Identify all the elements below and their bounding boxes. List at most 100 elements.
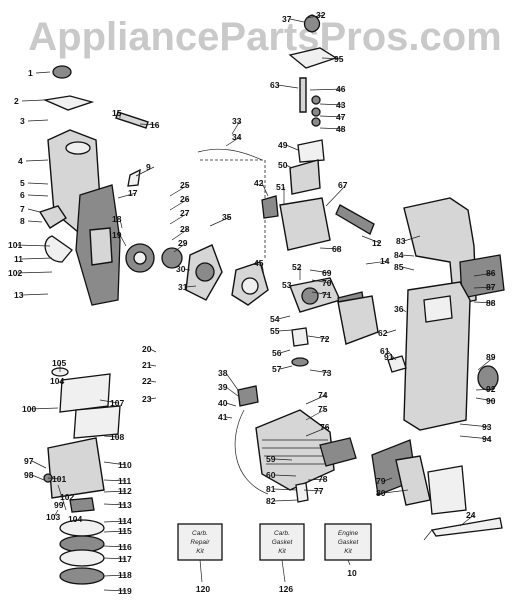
kit-engine-gasket: Engine Gasket Kit 10 — [324, 523, 372, 578]
leader-line — [27, 119, 49, 122]
leader-line — [325, 184, 347, 207]
svg-text:10: 10 — [347, 568, 357, 578]
part-number-label: 107 — [110, 398, 124, 408]
part-callout-57: 57 — [272, 364, 293, 374]
part-number-label: 18 — [112, 214, 122, 224]
part-callout-70: 70 — [311, 278, 332, 288]
svg-text:120: 120 — [196, 584, 210, 594]
part-callout-85: 85 — [394, 262, 415, 272]
part-number-label: 118 — [118, 570, 132, 580]
svg-text:Carb.: Carb. — [192, 530, 208, 537]
part-callout-75: 75 — [305, 404, 328, 421]
part-number-label: 46 — [336, 84, 346, 94]
part-number-label: 101 — [52, 474, 66, 484]
svg-text:Gasket: Gasket — [272, 539, 294, 546]
svg-text:Gasket: Gasket — [338, 539, 360, 546]
part-callout-48: 48 — [319, 124, 346, 134]
part-callout-25: 25 — [169, 180, 190, 197]
leader-line — [183, 268, 191, 271]
leader-line — [231, 120, 241, 135]
part-number-label: 24 — [466, 510, 476, 520]
part-number-label: 86 — [486, 268, 496, 278]
part-number-label: 30 — [176, 264, 186, 274]
part-callout-46: 46 — [309, 84, 346, 94]
part-callout-113: 113 — [103, 500, 132, 510]
part-callout-93: 93 — [459, 422, 492, 432]
svg-text:Kit: Kit — [344, 548, 353, 555]
part-number-label: 52 — [292, 262, 302, 272]
part-number-label: 5 — [20, 178, 25, 188]
part-callout-36: 36 — [394, 304, 407, 314]
leader-line — [27, 208, 41, 213]
leader-line — [27, 194, 49, 197]
leader-line — [365, 260, 389, 265]
part-callout-108: 108 — [103, 432, 124, 442]
part-number-label: 28 — [180, 224, 190, 234]
part-callout-104: 104 — [50, 376, 64, 386]
leader-line — [103, 435, 119, 438]
part-number-label: 29 — [178, 238, 188, 248]
part-number-label: 74 — [318, 390, 328, 400]
leader-line — [103, 503, 127, 506]
leader-line — [319, 115, 345, 118]
leader-line — [459, 423, 491, 428]
kit-carb-repair: Carb. Repair Kit 120 — [177, 523, 223, 594]
part-callout-5: 5 — [20, 178, 49, 188]
part-callout-22: 22 — [142, 376, 157, 386]
leader-line — [475, 388, 495, 391]
part-callout-80: 80 — [376, 488, 409, 498]
leader-line — [225, 386, 239, 397]
part-number-label: 11 — [14, 254, 23, 264]
part-callout-29: 29 — [173, 238, 188, 253]
part-callout-88: 88 — [473, 298, 496, 308]
part-callout-54: 54 — [270, 314, 291, 324]
leader-line — [319, 247, 341, 250]
leader-line — [385, 329, 397, 334]
part-number-label: 81 — [266, 484, 276, 494]
part-callout-59: 59 — [266, 454, 293, 464]
leader-line — [311, 291, 331, 296]
part-number-label: 48 — [336, 124, 346, 134]
part-number-label: 31 — [178, 282, 188, 292]
part-callout-102b: 102 — [60, 492, 74, 502]
part-number-label: 37 — [282, 14, 292, 24]
part-callout-60: 60 — [266, 470, 297, 480]
part-number-label: 84 — [394, 250, 404, 260]
part-callout-42: 42 — [254, 178, 269, 197]
part-callout-34: 34 — [225, 132, 242, 147]
part-number-label: 42 — [254, 178, 264, 188]
part-callout-13: 13 — [14, 290, 49, 300]
part-callout-101: 101 — [8, 240, 51, 250]
part-number-label: 14 — [380, 256, 390, 266]
tool-part-24 — [423, 517, 503, 541]
part-number-label: 54 — [270, 314, 280, 324]
part-callout-107: 107 — [99, 398, 124, 408]
part-callout-81: 81 — [266, 484, 297, 494]
leader-line — [57, 380, 63, 385]
part-callout-67: 67 — [325, 180, 348, 207]
part-callout-53: 53 — [282, 280, 293, 293]
part-number-label: 35 — [222, 212, 232, 222]
leader-line — [103, 574, 127, 577]
part-number-label: 111 — [118, 476, 132, 486]
part-callout-1: 1 — [28, 68, 51, 78]
leader-line — [149, 397, 157, 400]
part-callout-6: 6 — [20, 190, 49, 200]
part-number-label: 38 — [218, 368, 228, 378]
part-number-label: 78 — [318, 474, 328, 484]
part-callout-110: 110 — [103, 460, 132, 470]
part-callout-16: 16 — [139, 120, 160, 130]
leader-line — [103, 479, 127, 482]
part-number-label: 20 — [142, 344, 152, 354]
leader-line — [15, 271, 53, 274]
part-callout-91: 91 — [384, 352, 397, 362]
leader-line — [119, 218, 123, 229]
leader-line — [387, 350, 395, 359]
part-number-label: 22 — [142, 376, 152, 386]
part-number-label: 71 — [322, 290, 332, 300]
leader-line — [277, 329, 293, 332]
leader-line — [305, 426, 329, 437]
part-callout-14: 14 — [365, 256, 390, 266]
leader-line — [225, 402, 237, 407]
